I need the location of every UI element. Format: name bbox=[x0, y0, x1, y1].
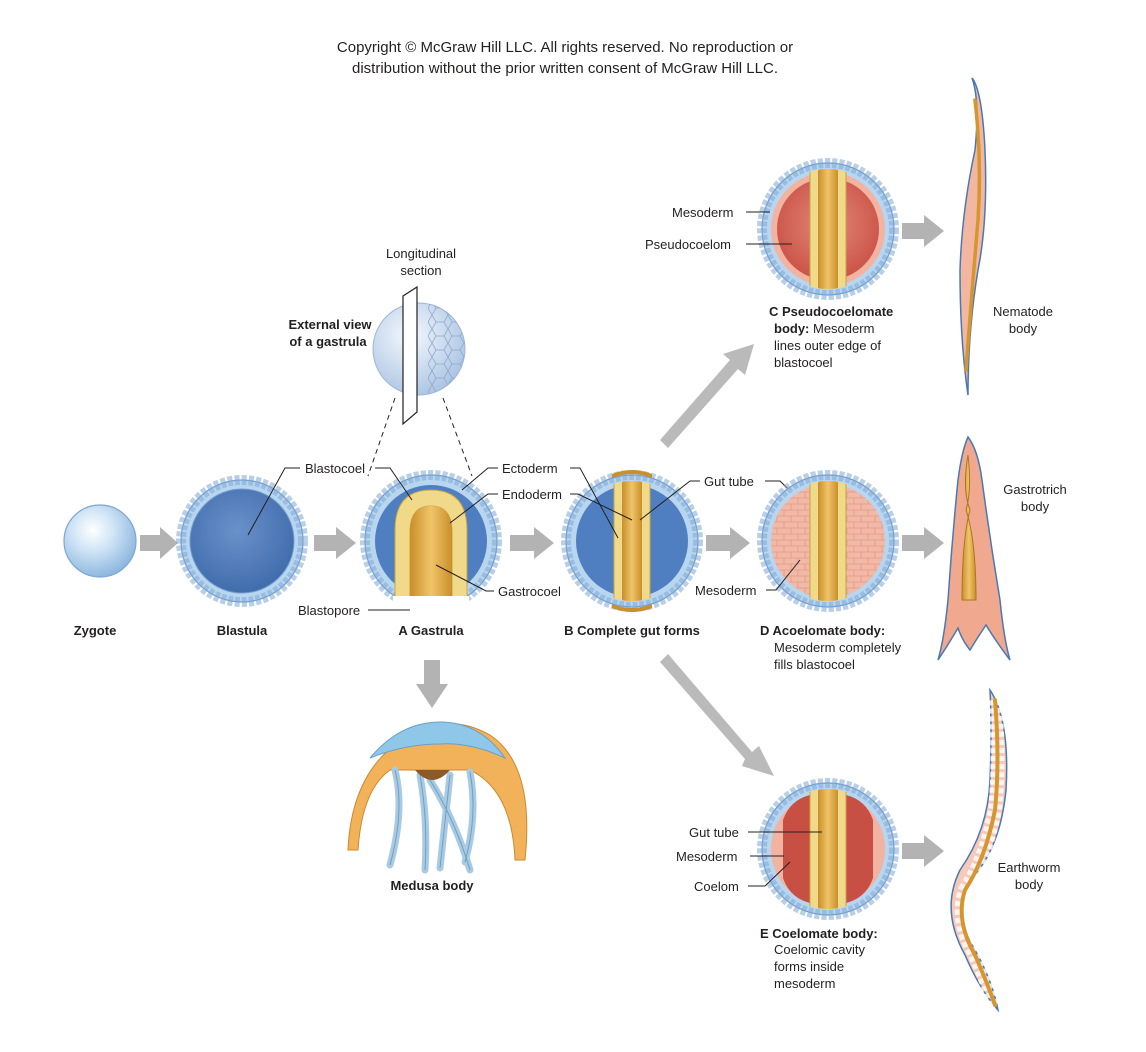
gastrocoel-leader bbox=[435, 564, 494, 592]
arrow-pseudo-nematode bbox=[902, 215, 944, 247]
d-mesoderm-label: Mesoderm bbox=[695, 583, 756, 598]
nematode-label-2: body bbox=[1009, 321, 1038, 336]
c-caption-line-1: C Pseudocoelomate bbox=[769, 304, 893, 319]
ectoderm-leader bbox=[461, 467, 498, 491]
arrow-gut-acoelomate bbox=[706, 527, 750, 559]
blastocoel-leader bbox=[247, 467, 413, 536]
medusa-illustration bbox=[347, 721, 528, 874]
acoelomate-illustration bbox=[757, 470, 899, 612]
arrow-gastrula-medusa bbox=[416, 660, 448, 708]
external-gastrula-illustration bbox=[372, 285, 466, 426]
longitudinal-section-label-2: section bbox=[400, 263, 441, 278]
endoderm-label: Endoderm bbox=[502, 487, 562, 502]
blastocoel-label: Blastocoel bbox=[305, 461, 365, 476]
medusa-label: Medusa body bbox=[390, 878, 474, 893]
gut-tube-leader-b bbox=[639, 480, 700, 521]
c-caption-line-2: body: Mesoderm bbox=[774, 321, 874, 336]
external-view-label-1: External view bbox=[288, 317, 372, 332]
d-caption-line-3: fills blastocoel bbox=[774, 657, 855, 672]
e-caption-line-1: E Coelomate body: bbox=[760, 926, 878, 941]
blastula-illustration bbox=[176, 475, 308, 607]
gastrula-illustration bbox=[360, 470, 502, 612]
copyright-line-2: distribution without the prior written c… bbox=[352, 60, 778, 77]
longitudinal-section-label-1: Longitudinal bbox=[386, 246, 456, 261]
arrow-zygote-blastula bbox=[140, 527, 178, 559]
blastopore-label: Blastopore bbox=[298, 603, 360, 618]
complete-gut-illustration bbox=[561, 470, 703, 612]
external-view-label-2: of a gastrula bbox=[289, 334, 367, 349]
gastrocoel-label: Gastrocoel bbox=[498, 584, 561, 599]
coelomate-illustration bbox=[757, 778, 899, 920]
nematode-illustration bbox=[959, 77, 987, 396]
gastrotrich-illustration bbox=[937, 435, 1011, 661]
gastrotrich-label-1: Gastrotrich bbox=[1003, 482, 1067, 497]
d-caption-line-2: Mesoderm completely bbox=[774, 640, 902, 655]
earthworm-label-2: body bbox=[1015, 877, 1044, 892]
gastrotrich-label-2: body bbox=[1021, 499, 1050, 514]
d-mesoderm-leader bbox=[766, 559, 801, 591]
e-gut-tube-label: Gut tube bbox=[689, 825, 739, 840]
endoderm-leader bbox=[449, 493, 498, 524]
coelom-label: Coelom bbox=[694, 879, 739, 894]
arrow-gastrula-gut bbox=[510, 527, 554, 559]
gut-tube-label-d: Gut tube bbox=[704, 474, 754, 489]
arrow-gut-pseudocoelomate bbox=[660, 344, 754, 448]
e-caption-line-3: forms inside bbox=[774, 959, 844, 974]
e-caption-line-2: Coelomic cavity bbox=[774, 942, 866, 957]
pseudocoelom-label: Pseudocoelom bbox=[645, 237, 731, 252]
b-endoderm-leader bbox=[570, 493, 633, 521]
blastula-label: Blastula bbox=[217, 623, 268, 638]
copyright-line-1: Copyright © McGraw Hill LLC. All rights … bbox=[337, 39, 793, 56]
d-caption-line-1: D Acoelomate body: bbox=[760, 623, 885, 638]
e-mesoderm-label: Mesoderm bbox=[676, 849, 737, 864]
coelom-leader bbox=[748, 861, 791, 887]
c-mesoderm-label: Mesoderm bbox=[672, 205, 733, 220]
pseudocoelomate-illustration bbox=[757, 158, 899, 300]
nematode-label-1: Nematode bbox=[993, 304, 1053, 319]
b-ectoderm-leader bbox=[570, 467, 619, 539]
section-dashed-lines bbox=[367, 397, 473, 477]
c-caption-line-3: lines outer edge of bbox=[774, 338, 881, 353]
c-caption-line-4: blastocoel bbox=[774, 355, 833, 370]
arrow-gut-coelomate bbox=[660, 654, 774, 776]
e-caption-line-4: mesoderm bbox=[774, 976, 835, 991]
complete-gut-label: B Complete gut forms bbox=[564, 623, 700, 638]
earthworm-illustration bbox=[950, 687, 1008, 1013]
gastrula-letter: A Gastrula bbox=[398, 623, 464, 638]
arrow-acoelomate-gastrotrich bbox=[902, 527, 944, 559]
arrow-blastula-gastrula bbox=[314, 527, 356, 559]
zygote-illustration bbox=[63, 504, 137, 578]
zygote-label: Zygote bbox=[74, 623, 117, 638]
ectoderm-label: Ectoderm bbox=[502, 461, 558, 476]
earthworm-label-1: Earthworm bbox=[998, 860, 1061, 875]
arrow-coelomate-earthworm bbox=[902, 835, 944, 867]
